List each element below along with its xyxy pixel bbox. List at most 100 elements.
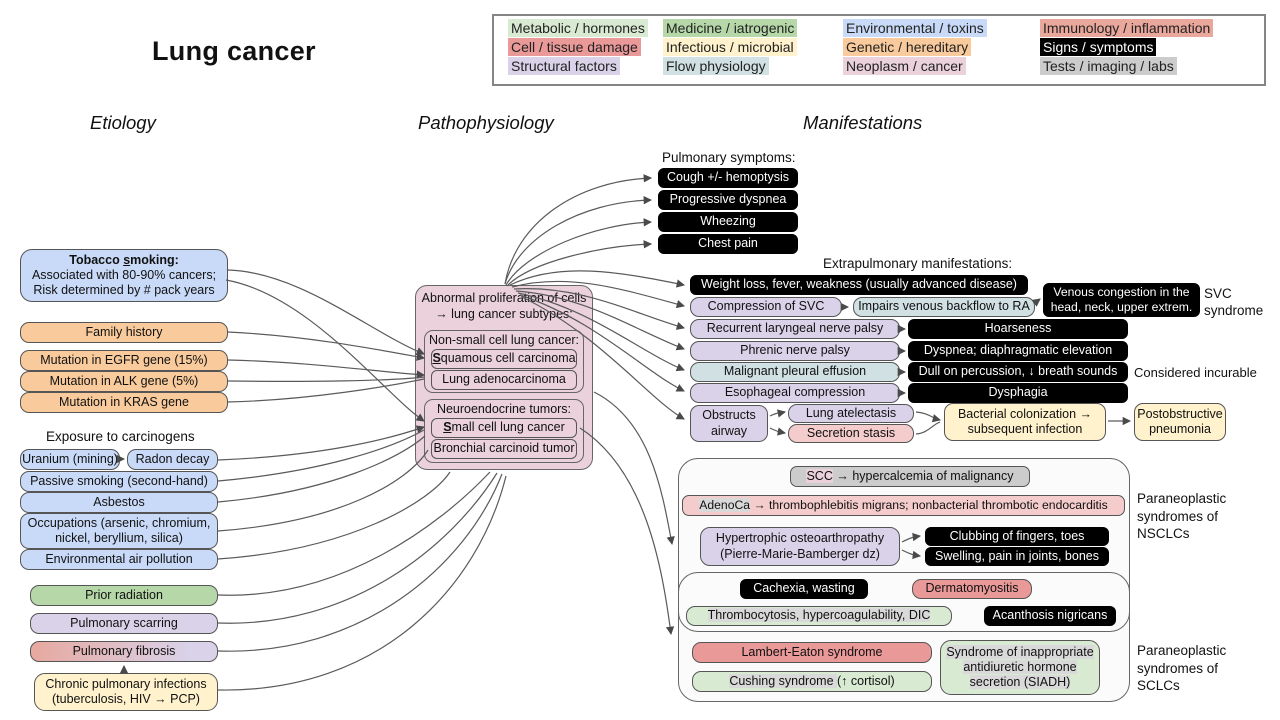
- svc-backflow-box: Impairs venous backflow to RA: [853, 297, 1035, 317]
- legend-item: Flow physiology: [663, 57, 769, 75]
- scc-hypercalcemia-label: SCC → hypercalcemia of malignancy: [806, 468, 1014, 483]
- clubbing-box: Clubbing of fingers, toes: [925, 527, 1109, 546]
- uranium-box: Uranium (mining): [20, 449, 120, 470]
- small-cell-box: Small cell lung cancer: [431, 418, 577, 438]
- legend-item: Metabolic / hormones: [508, 19, 648, 37]
- legend-item: Immunology / inflammation: [1040, 19, 1214, 37]
- alk-label: Mutation in ALK gene (5%): [49, 373, 199, 388]
- postobstructive-pneumonia-box: Postobstructive pneumonia: [1134, 403, 1226, 441]
- lambert-eaton-box: Lambert-Eaton syndrome: [692, 642, 932, 663]
- uranium-label: Uranium (mining): [22, 451, 118, 466]
- legend-column-3: Environmental / toxins Genetic / heredit…: [843, 19, 987, 75]
- family-history-label: Family history: [85, 324, 163, 339]
- kras-label: Mutation in KRAS gene: [59, 394, 189, 409]
- alk-mutation-box: Mutation in ALK gene (5%): [20, 371, 228, 392]
- pleural-effusion-label: Malignant pleural effusion: [723, 364, 867, 379]
- chronic-infections-label: Chronic pulmonary infections (tuberculos…: [45, 676, 207, 706]
- thrombocytosis-box: Thrombocytosis, hypercoagulability, DIC: [686, 606, 952, 626]
- laryngeal-palsy-label: Recurrent laryngeal nerve palsy: [706, 321, 884, 336]
- secretion-stasis-label: Secretion stasis: [806, 425, 896, 440]
- occupations-box: Occupations (arsenic, chromium, nickel, …: [20, 513, 218, 549]
- bronchial-carcinoid-box: Bronchial carcinoid tumor: [431, 439, 577, 459]
- tobacco-line2: Associated with 80-90% cancers;: [31, 267, 217, 282]
- column-header-manifestations: Manifestations: [803, 112, 923, 133]
- dermatomyositis-label: Dermatomyositis: [925, 581, 1019, 596]
- hoarseness-box: Hoarseness: [908, 319, 1128, 339]
- prior-radiation-box: Prior radiation: [30, 585, 218, 606]
- pulmonary-scarring-label: Pulmonary scarring: [70, 615, 178, 630]
- postobstructive-pneumonia-label: Postobstructive pneumonia: [1137, 406, 1223, 436]
- carcinogens-heading: Exposure to carcinogens: [46, 429, 195, 444]
- pulmonary-fibrosis-box: Pulmonary fibrosis: [30, 641, 218, 662]
- clubbing-label: Clubbing of fingers, toes: [949, 528, 1085, 543]
- chest-pain-box: Chest pain: [658, 234, 798, 254]
- diaphragmatic-elevation-box: Dyspnea; diaphragmatic elevation: [908, 341, 1128, 361]
- venous-congestion-label: Venous congestion in the head, neck, upp…: [1050, 285, 1193, 314]
- adenoca-thrombophlebitis-label: AdenoCa → thrombophlebitis migrans; nonb…: [699, 498, 1108, 513]
- diaphragmatic-elevation-label: Dyspnea; diaphragmatic elevation: [923, 343, 1113, 358]
- pleural-effusion-box: Malignant pleural effusion: [690, 362, 900, 382]
- laryngeal-palsy-box: Recurrent laryngeal nerve palsy: [690, 319, 900, 339]
- abnormal-proliferation-label: Abnormal proliferation of cells → lung c…: [421, 291, 587, 321]
- dysphagia-label: Dysphagia: [988, 385, 1048, 400]
- squamous-carcinoma-label: Squamous cell carcinoma: [432, 351, 576, 366]
- chronic-infections-box: Chronic pulmonary infections (tuberculos…: [34, 673, 218, 711]
- svc-backflow-label: Impairs venous backflow to RA: [858, 299, 1030, 314]
- weight-loss-box: Weight loss, fever, weakness (usually ad…: [690, 275, 1028, 295]
- scc-hypercalcemia-box: SCC → hypercalcemia of malignancy: [790, 466, 1030, 487]
- small-cell-label: Small cell lung cancer: [443, 420, 565, 435]
- tobacco-smoking-box: Tobacco smoking: Associated with 80-90% …: [20, 249, 228, 302]
- siadh-label: Syndrome of inappropriate antidiuretic h…: [946, 644, 1094, 690]
- hypertrophic-osteoarthropathy-label: Hypertrophic osteoarthropathy (Pierre-Ma…: [715, 531, 885, 561]
- weight-loss-label: Weight loss, fever, weakness (usually ad…: [701, 277, 1017, 292]
- bronchial-carcinoid-label: Bronchial carcinoid tumor: [433, 441, 575, 456]
- dull-percussion-box: Dull on percussion, ↓ breath sounds: [908, 362, 1128, 382]
- legend-item: Tests / imaging / labs: [1040, 57, 1177, 75]
- considered-incurable-annotation: Considered incurable: [1134, 365, 1257, 380]
- legend-item: Environmental / toxins: [843, 19, 987, 37]
- bacterial-colonization-label: Bacterial colonization → subsequent infe…: [957, 406, 1093, 436]
- legend-item: Signs / symptoms: [1040, 38, 1157, 56]
- legend-item: Genetic / hereditary: [843, 38, 972, 56]
- dysphagia-box: Dysphagia: [908, 383, 1128, 403]
- nsclc-group-title: Non-small cell lung cancer:: [428, 333, 580, 347]
- egfr-label: Mutation in EGFR gene (15%): [40, 352, 208, 367]
- page-title: Lung cancer: [152, 36, 316, 66]
- tobacco-title: Tobacco smoking:: [69, 252, 179, 267]
- svc-compression-label: Compression of SVC: [707, 299, 825, 314]
- cushing-box: Cushing syndrome (↑ cortisol): [692, 671, 932, 692]
- hoarseness-label: Hoarseness: [984, 321, 1052, 336]
- adenoca-thrombophlebitis-box: AdenoCa → thrombophlebitis migrans; nonb…: [682, 495, 1125, 516]
- phrenic-palsy-box: Phrenic nerve palsy: [690, 341, 900, 361]
- air-pollution-box: Environmental air pollution: [20, 549, 218, 570]
- hypertrophic-osteoarthropathy-box: Hypertrophic osteoarthropathy (Pierre-Ma…: [700, 527, 900, 566]
- dermatomyositis-box: Dermatomyositis: [912, 579, 1032, 599]
- legend-item: Neoplasm / cancer: [843, 57, 966, 75]
- adenocarcinoma-box: Lung adenocarcinoma: [431, 370, 577, 390]
- chest-pain-label: Chest pain: [698, 236, 758, 251]
- lambert-eaton-label: Lambert-Eaton syndrome: [741, 644, 883, 659]
- dyspnea-box: Progressive dyspnea: [658, 190, 798, 210]
- thrombocytosis-label: Thrombocytosis, hypercoagulability, DIC: [707, 608, 931, 623]
- atelectasis-label: Lung atelectasis: [805, 405, 897, 420]
- legend-item: Cell / tissue damage: [508, 38, 641, 56]
- obstructs-airway-label: Obstructs airway: [702, 408, 756, 438]
- radon-label: Radon decay: [135, 451, 210, 466]
- svc-syndrome-annotation: SVC syndrome: [1204, 286, 1264, 318]
- column-header-etiology: Etiology: [90, 112, 156, 133]
- family-history-box: Family history: [20, 322, 228, 343]
- adenocarcinoma-label: Lung adenocarcinoma: [442, 372, 566, 387]
- legend-column-1: Metabolic / hormones Cell / tissue damag…: [508, 19, 648, 75]
- asbestos-label: Asbestos: [93, 494, 145, 509]
- obstructs-airway-box: Obstructs airway: [690, 405, 768, 442]
- legend-item: Medicine / iatrogenic: [663, 19, 798, 37]
- legend-column-4: Immunology / inflammation Signs / sympto…: [1040, 19, 1214, 75]
- dyspnea-label: Progressive dyspnea: [669, 192, 787, 207]
- squamous-carcinoma-box: Squamous cell carcinoma: [431, 349, 577, 369]
- extrapulmonary-heading: Extrapulmonary manifestations:: [823, 256, 1013, 271]
- nsclc-paraneoplastic-annotation: Paraneoplastic syndromes of NSCLCs: [1137, 491, 1227, 542]
- cushing-label: Cushing syndrome (↑ cortisol): [729, 673, 895, 688]
- prior-radiation-label: Prior radiation: [85, 587, 163, 602]
- color-legend: Metabolic / hormones Cell / tissue damag…: [492, 14, 1266, 86]
